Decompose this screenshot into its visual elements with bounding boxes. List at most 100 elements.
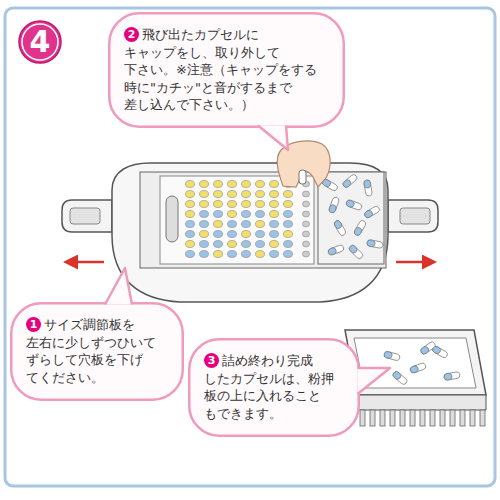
capsule-hole — [228, 181, 237, 188]
capsule — [342, 173, 358, 188]
capsule-cap — [367, 239, 376, 247]
comb-tooth — [430, 410, 435, 426]
loose-capsules — [321, 173, 383, 260]
capsule-cap — [353, 226, 363, 236]
capsule-hole — [200, 211, 209, 218]
capsule — [363, 180, 372, 197]
capsule-hole — [242, 191, 251, 198]
capsule-hole — [214, 241, 223, 248]
comb-tooth — [480, 410, 485, 426]
capsule-hole — [256, 231, 265, 238]
capsule-body — [363, 180, 372, 197]
capsule-hole — [186, 231, 195, 238]
capsule-hole — [228, 201, 237, 208]
capsule-hole — [242, 201, 251, 208]
capsule-body — [327, 244, 344, 255]
powder-tray — [345, 330, 486, 426]
capsule-grid — [186, 181, 310, 258]
capsule-hole — [228, 231, 237, 238]
capsule-hole — [270, 231, 279, 238]
tray-rim — [345, 330, 486, 395]
callout-number: 3 — [204, 353, 219, 368]
comb-tooth — [360, 410, 365, 426]
callout-number: 2 — [124, 27, 139, 42]
capsule-hole — [186, 201, 195, 208]
comb-tooth — [400, 410, 405, 426]
capsule-cap — [328, 204, 337, 214]
capsule-hole — [200, 221, 209, 228]
capsule — [383, 351, 400, 361]
capsule-hole — [242, 241, 251, 248]
capsule-body — [342, 173, 358, 188]
capsule-hole — [228, 211, 237, 218]
comb-tooth — [460, 410, 465, 426]
capsule-hole — [284, 231, 293, 238]
capsule-hole — [214, 221, 223, 228]
capsule-hole — [242, 211, 251, 218]
capsule-hole — [256, 211, 265, 218]
capsule-hole — [256, 221, 265, 228]
capsule-hole — [214, 251, 223, 258]
capsule-cap — [363, 209, 373, 219]
capsule — [353, 219, 367, 236]
callout-bubble: 3詰め終わり完成 したカプセルは、粉押 板の上に入れること もできます。 — [188, 338, 360, 437]
capsule — [409, 362, 426, 373]
tray-comb — [360, 410, 485, 426]
capsule-hole — [270, 211, 279, 218]
capsule — [367, 239, 384, 248]
capsule-hole — [242, 221, 251, 228]
side-hole — [303, 211, 310, 217]
instruction-text: 詰め終わり完成 したカプセルは、粉押 板の上に入れること もできます。 — [204, 353, 334, 421]
capsule-cap — [392, 370, 402, 380]
capsule-hole — [270, 241, 279, 248]
capsule-hole — [284, 221, 293, 228]
capsule-compartment — [318, 172, 384, 264]
capsule-body — [348, 244, 364, 260]
comb-tooth — [450, 410, 455, 426]
capsule-hole — [186, 181, 195, 188]
comb-tooth — [420, 410, 425, 426]
upper-plate — [140, 172, 386, 268]
capsule — [327, 244, 344, 255]
capsule — [420, 341, 437, 355]
capsule-hole — [228, 241, 237, 248]
side-hole — [303, 241, 310, 247]
capsule-hole — [214, 211, 223, 218]
capsule-hole — [200, 201, 209, 208]
node-content: 4 — [18, 20, 62, 64]
callout-bubble: 1サイズ調節板を 左右に少しずつひいて ずらして穴板を下げ てください。 — [10, 302, 184, 401]
capsule-cap — [342, 179, 352, 189]
capsule-hole — [228, 191, 237, 198]
capsule-body — [383, 351, 400, 361]
step-number: 4 — [30, 27, 51, 57]
capsule-hole — [200, 251, 209, 258]
capsule-hole — [242, 181, 251, 188]
side-hole — [303, 201, 310, 207]
capsule — [345, 199, 362, 210]
capsule-body — [392, 370, 408, 385]
capsule-body — [367, 239, 384, 248]
capsule-hole — [256, 181, 265, 188]
side-hole — [303, 221, 310, 227]
capsule-hole — [200, 181, 209, 188]
capsule-hole — [284, 251, 293, 258]
side-hole — [303, 251, 310, 257]
capsule-body — [345, 199, 362, 210]
held-capsule — [299, 170, 306, 184]
capsule-body — [353, 219, 367, 236]
step-circle-ring — [22, 24, 58, 60]
bubble-shape — [11, 303, 183, 400]
callout-bubble: 2飛び出たカプセルに キャップをし、取り外して 下さい。※注意（キャップをする … — [108, 12, 345, 128]
capsule-hole — [186, 211, 195, 218]
capsule — [333, 219, 347, 236]
capsule-hole — [214, 181, 223, 188]
capsule-hole — [186, 191, 195, 198]
capsule-hole — [214, 191, 223, 198]
page-frame — [5, 8, 495, 486]
capsule-hole — [256, 191, 265, 198]
instruction-text: 飛び出たカプセルに キャップをし、取り外して 下さい。※注意（キャップをする 時… — [124, 27, 317, 112]
callout-number: 1 — [26, 317, 41, 332]
capsule-hole — [228, 221, 237, 228]
comb-tooth — [470, 410, 475, 426]
